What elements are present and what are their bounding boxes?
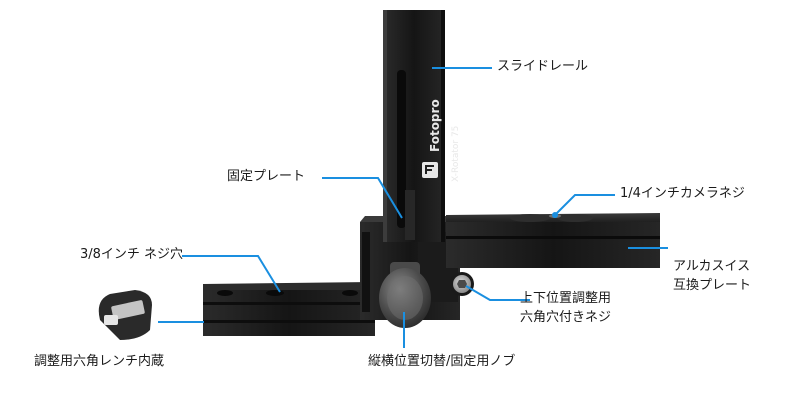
leader-screw-hole <box>182 255 281 293</box>
rotation-knob <box>379 262 431 328</box>
leader-adjust-screw <box>465 285 530 301</box>
label-screw-hole: 3/8インチ ネジ穴 <box>80 247 184 262</box>
label-rotation-knob: 縦横位置切替/固定用ノブ <box>368 354 516 369</box>
leader-lines <box>158 67 668 348</box>
arca-swiss-plate <box>446 213 660 268</box>
leader-fixed-plate <box>322 177 403 219</box>
product-brand: Fotopro <box>428 99 442 152</box>
bottom-plate <box>203 282 375 336</box>
label-slide-rail: スライドレール <box>497 59 589 74</box>
hex-wrench-inset <box>98 290 152 340</box>
adjust-screw <box>450 272 474 296</box>
label-adjust-screw: 上下位置調整用 六角穴付きネジ <box>520 291 612 325</box>
leader-camera-screw <box>554 194 615 216</box>
camera-screw-dot <box>552 212 558 218</box>
label-hex-wrench: 調整用六角レンチ内蔵 <box>34 354 165 369</box>
product-model: X-Rotator 75 <box>451 125 461 182</box>
label-arca: アルカスイス 互換プレート <box>673 259 752 293</box>
label-fixed-plate: 固定プレート <box>227 169 306 184</box>
label-camera-screw: 1/4インチカメラネジ <box>620 186 745 201</box>
fixed-plate <box>405 190 415 240</box>
